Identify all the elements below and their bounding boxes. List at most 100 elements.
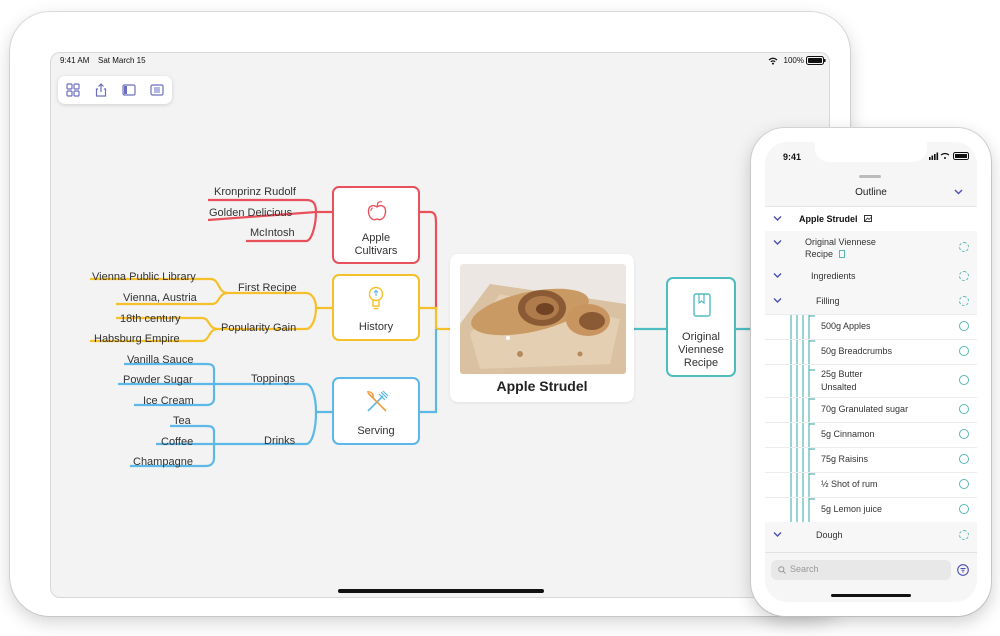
- label-vienna-public-library[interactable]: Vienna Public Library: [92, 271, 196, 283]
- outline-row-500g-apples[interactable]: 500g Apples: [765, 314, 977, 340]
- status-bar: 9:41: [765, 142, 977, 172]
- checkbox-circle[interactable]: [959, 479, 969, 489]
- node-serving[interactable]: Serving: [332, 377, 420, 445]
- label-kronprinz-rudolf[interactable]: Kronprinz Rudolf: [214, 186, 296, 198]
- label-vanilla-sauce[interactable]: Vanilla Sauce: [127, 354, 194, 366]
- progress-circle[interactable]: [959, 242, 969, 252]
- outline-screen: 9:41 Outline: [765, 142, 977, 602]
- node-history[interactable]: History: [332, 274, 420, 341]
- chevron-down-icon[interactable]: [773, 530, 782, 539]
- node-label: Apple: [361, 232, 391, 244]
- search-input[interactable]: Search: [771, 560, 951, 580]
- row-label: 5g Cinnamon: [821, 429, 875, 439]
- label-golden-delicious[interactable]: Golden Delicious: [209, 207, 293, 219]
- note-icon: [839, 250, 845, 258]
- label-coffee[interactable]: Coffee: [161, 436, 194, 448]
- label-powder-sugar[interactable]: Powder Sugar: [123, 374, 193, 386]
- toolbar: [58, 76, 172, 104]
- label-first-recipe[interactable]: First Recipe: [238, 282, 297, 294]
- share-icon[interactable]: [94, 83, 108, 97]
- outline-row-apple-strudel[interactable]: Apple Strudel: [765, 207, 977, 232]
- status-battery: 100%: [783, 56, 804, 65]
- label-drinks[interactable]: Drinks: [264, 435, 296, 447]
- node-label: Recipe: [683, 357, 719, 369]
- row-label: 500g Apples: [821, 321, 871, 331]
- mindmap-connectors: [90, 198, 762, 468]
- label-toppings[interactable]: Toppings: [251, 373, 296, 385]
- progress-circle[interactable]: [959, 530, 969, 540]
- chevron-down-icon[interactable]: [773, 296, 782, 305]
- label-vienna-austria[interactable]: Vienna, Austria: [123, 292, 197, 304]
- node-apple-strudel[interactable]: Apple Strudel: [450, 254, 634, 402]
- outline-row-75g-raisins[interactable]: 75g Raisins: [765, 447, 977, 473]
- outline-row-dough[interactable]: Dough: [765, 522, 977, 553]
- row-label: 25g Butter: [821, 369, 863, 379]
- mindmap-canvas[interactable]: 9:41 AM Sat March 15 100%: [50, 52, 830, 598]
- row-label: ½ Shot of rum: [821, 479, 878, 489]
- label-habsburg-empire[interactable]: Habsburg Empire: [94, 333, 180, 345]
- signal-wifi-battery-icon: [929, 152, 969, 160]
- apple-icon: [367, 201, 387, 221]
- checkbox-circle[interactable]: [959, 504, 969, 514]
- filter-icon[interactable]: [957, 564, 969, 576]
- outline-panel-icon[interactable]: [150, 83, 164, 97]
- outline-row-25g-butter[interactable]: 25g Butter Unsalted: [765, 364, 977, 398]
- grid-view-icon[interactable]: [66, 83, 80, 97]
- progress-circle[interactable]: [959, 296, 969, 306]
- outline-row-ingredients[interactable]: Ingredients: [765, 264, 977, 290]
- sheet-grabber[interactable]: [859, 175, 881, 178]
- notch: [815, 142, 927, 162]
- checkbox-circle[interactable]: [959, 321, 969, 331]
- outline-row-50g-breadcrumbs[interactable]: 50g Breadcrumbs: [765, 339, 977, 365]
- outline-row-5g-lemon-juice[interactable]: 5g Lemon juice: [765, 497, 977, 523]
- search-bar: Search: [765, 552, 977, 602]
- chevron-down-icon[interactable]: [773, 214, 782, 223]
- node-label: Serving: [357, 425, 395, 437]
- checkbox-circle[interactable]: [959, 375, 969, 385]
- outline-header: Outline: [765, 172, 977, 207]
- row-label: Filling: [816, 296, 840, 306]
- row-label-line2: Unsalted: [821, 382, 857, 392]
- checkbox-circle[interactable]: [959, 404, 969, 414]
- label-18th-century[interactable]: 18th century: [120, 313, 181, 325]
- chevron-down-icon[interactable]: [954, 189, 963, 195]
- node-label: Viennese: [678, 344, 724, 356]
- home-indicator: [831, 594, 911, 597]
- label-tea[interactable]: Tea: [173, 415, 191, 427]
- outline-title: Outline: [855, 187, 887, 198]
- sidebar-icon[interactable]: [122, 83, 136, 97]
- label-popularity-gain[interactable]: Popularity Gain: [221, 322, 297, 334]
- search-icon: [778, 566, 786, 574]
- chevron-down-icon[interactable]: [773, 238, 782, 247]
- outline-row-filling[interactable]: Filling: [765, 289, 977, 315]
- checkbox-circle[interactable]: [959, 346, 969, 356]
- status-date: Sat March 15: [98, 56, 146, 65]
- apple-strudel-photo: [460, 264, 626, 374]
- node-label: Original: [682, 331, 720, 343]
- node-original-viennese-recipe[interactable]: Original Viennese Recipe: [666, 277, 736, 377]
- label-mcintosh[interactable]: McIntosh: [250, 227, 295, 239]
- document-icon: [693, 293, 711, 317]
- image-icon: [864, 215, 872, 222]
- label-champagne[interactable]: Champagne: [133, 456, 193, 468]
- search-placeholder: Search: [790, 564, 819, 574]
- checkbox-circle[interactable]: [959, 429, 969, 439]
- node-apple-cultivars[interactable]: Apple Cultivars: [332, 186, 420, 264]
- utensils-icon: [366, 390, 389, 412]
- tablet-device: 9:41 AM Sat March 15 100%: [10, 12, 850, 616]
- outline-row-original-viennese-recipe[interactable]: Original Viennese Recipe: [765, 231, 977, 265]
- outline-row-70g-granulated-sugar[interactable]: 70g Granulated sugar: [765, 397, 977, 423]
- chevron-down-icon[interactable]: [773, 271, 782, 280]
- row-label: Dough: [816, 530, 843, 540]
- central-title: Apple Strudel: [496, 378, 588, 394]
- status-time: 9:41 AM: [60, 56, 90, 65]
- progress-circle[interactable]: [959, 271, 969, 281]
- label-ice-cream[interactable]: Ice Cream: [143, 395, 194, 407]
- outline-row-5g-cinnamon[interactable]: 5g Cinnamon: [765, 422, 977, 448]
- checkbox-circle[interactable]: [959, 454, 969, 464]
- row-label: 70g Granulated sugar: [821, 404, 909, 414]
- status-time: 9:41: [783, 152, 802, 162]
- outline-row-shot-of-rum[interactable]: ½ Shot of rum: [765, 472, 977, 498]
- wifi-icon: [768, 57, 778, 65]
- phone-device: 9:41 Outline: [751, 128, 991, 616]
